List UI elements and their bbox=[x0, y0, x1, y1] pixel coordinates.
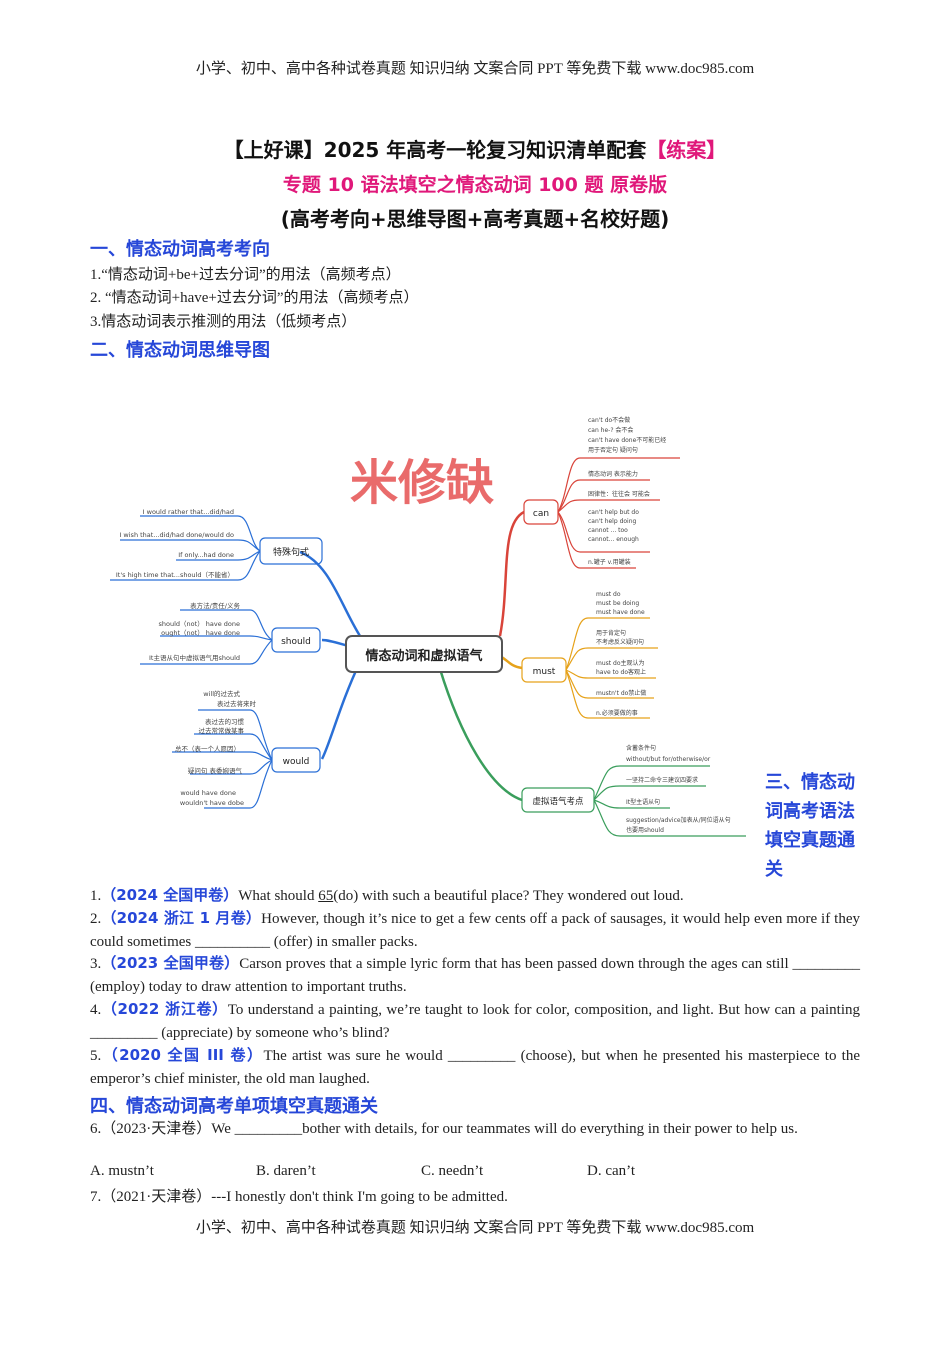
leaf-special: I would rather that...did/had bbox=[143, 508, 234, 516]
section3-heading-text: 三、情态动词高考语法填空真题通关 bbox=[765, 772, 855, 880]
leaf-would: 表过去的习惯 bbox=[205, 717, 245, 726]
leaf-special: It's high time that...should（不能省） bbox=[116, 570, 234, 579]
q-text: However, though it’s nice to get a few c… bbox=[90, 911, 860, 950]
title-main: 【上好课】2025 年高考一轮复习知识清单配套 bbox=[223, 138, 647, 162]
leaf-can: 情态动词 表示能力 bbox=[588, 470, 638, 478]
leaf-must: mustn't do禁止做 bbox=[596, 689, 646, 697]
leaf-should: It主语从句中虚拟语气用should bbox=[149, 653, 240, 662]
mind-map: 米修缺 情态动词和虚拟语气 特殊句式 I would rather that..… bbox=[110, 416, 746, 837]
leaf-subjunctive: 含蓄条件句 bbox=[626, 744, 656, 752]
node-subjunctive-label: 虚拟语气考点 bbox=[532, 796, 584, 807]
q-num: 2. bbox=[90, 911, 102, 927]
leaf-would: wouldn't have dobe bbox=[180, 799, 244, 807]
leaf-would: 总不（表一个人愿因） bbox=[175, 744, 240, 753]
leaf-can: n.罐子 v.用罐装 bbox=[588, 558, 631, 566]
leaf-must: must have done bbox=[596, 609, 645, 616]
q-answer: 65 bbox=[318, 888, 334, 904]
leaf-must: 用于肯定句 bbox=[596, 629, 626, 637]
leaf-can: can he-? 会不会 bbox=[588, 426, 633, 434]
q-text-rest: (do) with such a beautiful place? They w… bbox=[333, 888, 684, 904]
node-special-label: 特殊句式 bbox=[273, 546, 309, 558]
leaf-can: can't help doing bbox=[588, 518, 637, 525]
node-should-label: should bbox=[281, 637, 311, 647]
doc-title-line1: 【上好课】2025 年高考一轮复习知识清单配套【练案】 bbox=[0, 134, 950, 163]
q-num: 4. bbox=[90, 1002, 102, 1018]
question-7: 7.（2021·天津卷）---I honestly don't think I'… bbox=[90, 1189, 508, 1205]
leaf-can: 用于否定句 疑问句 bbox=[588, 446, 638, 454]
section1-item: 1.“情态动词+be+过去分词”的用法（高频考点） bbox=[90, 267, 401, 283]
mindmap-center-node bbox=[345, 635, 503, 673]
leaf-should: ought（not） have done bbox=[161, 629, 240, 637]
section3-heading: 三、情态动词高考语法填空真题通关 bbox=[765, 768, 865, 884]
leaf-can: cannot ... too bbox=[588, 527, 628, 534]
q-source: （2022 浙江卷） bbox=[101, 1000, 228, 1018]
node-would-label: would bbox=[283, 757, 310, 767]
leaf-subjunctive: It型主语从句 bbox=[626, 798, 660, 806]
leaf-would: would have done bbox=[180, 789, 236, 797]
leaf-special: I wish that...did/had done/would do bbox=[119, 531, 234, 539]
footer-banner: 小学、初中、高中各种试卷真题 知识归纳 文案合同 PPT 等免费下载 www.d… bbox=[195, 1220, 755, 1236]
node-must-label: must bbox=[533, 667, 556, 677]
leaf-must: must do bbox=[596, 591, 621, 598]
section4-heading: 四、情态动词高考单项填空真题通关 bbox=[90, 1096, 378, 1117]
question-4: 4.（2022 浙江卷）To understand a painting, we… bbox=[90, 998, 860, 1044]
q-text: To understand a painting, we’re taught t… bbox=[90, 1002, 860, 1041]
leaf-can: can't have done不可能已经 bbox=[588, 436, 666, 444]
leaf-would: 表过去将来时 bbox=[217, 699, 257, 708]
q-source: （2023 全国甲卷） bbox=[101, 954, 240, 972]
header-banner: 小学、初中、高中各种试卷真题 知识归纳 文案合同 PPT 等免费下载 www.d… bbox=[195, 61, 755, 77]
leaf-must: must do主观认为 bbox=[596, 659, 645, 667]
leaf-subjunctive: 一坚持二命令三建议四要求 bbox=[626, 776, 698, 784]
leaf-can: can't help but do bbox=[588, 509, 639, 516]
q-text: Carson proves that a simple lyric form t… bbox=[90, 956, 860, 995]
leaf-subjunctive: 也要用should bbox=[626, 826, 664, 834]
section1-item: 2. “情态动词+have+过去分词”的用法（高频考点） bbox=[90, 290, 419, 306]
leaf-would: will的过去式 bbox=[203, 689, 240, 698]
question-1: 1.（2024 全国甲卷）What should 65(do) with suc… bbox=[90, 884, 860, 908]
leaf-would: 过去常常做某事 bbox=[199, 726, 245, 735]
leaf-subjunctive: without/but for/otherwise/or bbox=[626, 756, 711, 763]
option-a: A. mustn’t bbox=[90, 1163, 154, 1179]
question-6: 6.（2023·天津卷）We _________bother with deta… bbox=[90, 1121, 798, 1137]
leaf-would: 疑问句 表委婉语气 bbox=[188, 766, 243, 775]
option-d: D. can’t bbox=[587, 1163, 636, 1179]
q-source: （2024 全国甲卷） bbox=[101, 886, 239, 904]
option-c: C. needn’t bbox=[421, 1163, 484, 1179]
question-3: 3.（2023 全国甲卷）Carson proves that a simple… bbox=[90, 952, 860, 998]
section1-heading: 一、情态动词高考考向 bbox=[90, 239, 270, 260]
q-text: The artist was sure he would _________ (… bbox=[90, 1048, 860, 1087]
title-highlight: 【练案】 bbox=[646, 138, 727, 162]
leaf-should: 表方法/责任/义务 bbox=[190, 601, 240, 610]
section2-heading: 二、情态动词思维导图 bbox=[90, 340, 270, 361]
q-num: 5. bbox=[90, 1048, 102, 1064]
leaf-can: 困律性：往往会 可能会 bbox=[588, 490, 650, 498]
q-text: What should bbox=[238, 888, 319, 904]
doc-title-line3: (高考考向+思维导图+高考真题+名校好题) bbox=[280, 207, 670, 231]
mindmap-center-label: 情态动词和虚拟语气 bbox=[365, 648, 482, 664]
leaf-must: 不考虑反义疑问句 bbox=[596, 638, 644, 646]
leaf-must: must be doing bbox=[596, 600, 639, 607]
leaf-must: n.必须要做的事 bbox=[596, 709, 638, 717]
node-can-label: can bbox=[533, 509, 549, 519]
leaf-should: should（not） have done bbox=[159, 620, 240, 628]
option-b: B. daren’t bbox=[256, 1163, 316, 1179]
q-source: （2020 全国 III 卷） bbox=[101, 1046, 264, 1064]
q-num: 3. bbox=[90, 956, 102, 972]
q-num: 1. bbox=[90, 888, 102, 904]
section1-item: 3.情态动词表示推测的用法（低频考点） bbox=[90, 314, 357, 330]
doc-title-line2: 专题 10 语法填空之情态动词 100 题 原卷版 bbox=[282, 174, 668, 196]
leaf-special: If only...had done bbox=[178, 551, 234, 559]
leaf-can: cannot... enough bbox=[588, 536, 639, 543]
question-2: 2.（2024 浙江 1 月卷）However, though it’s nic… bbox=[90, 907, 860, 953]
leaf-must: have to do客观上 bbox=[596, 668, 646, 676]
mindmap-watermark: 米修缺 bbox=[350, 455, 494, 511]
leaf-can: can't do不会做 bbox=[588, 416, 630, 424]
leaf-subjunctive: suggestion/advice加表从/同位语从句 bbox=[626, 816, 731, 824]
q-source: （2024 浙江 1 月卷） bbox=[101, 909, 262, 927]
question-5: 5.（2020 全国 III 卷）The artist was sure he … bbox=[90, 1044, 860, 1090]
